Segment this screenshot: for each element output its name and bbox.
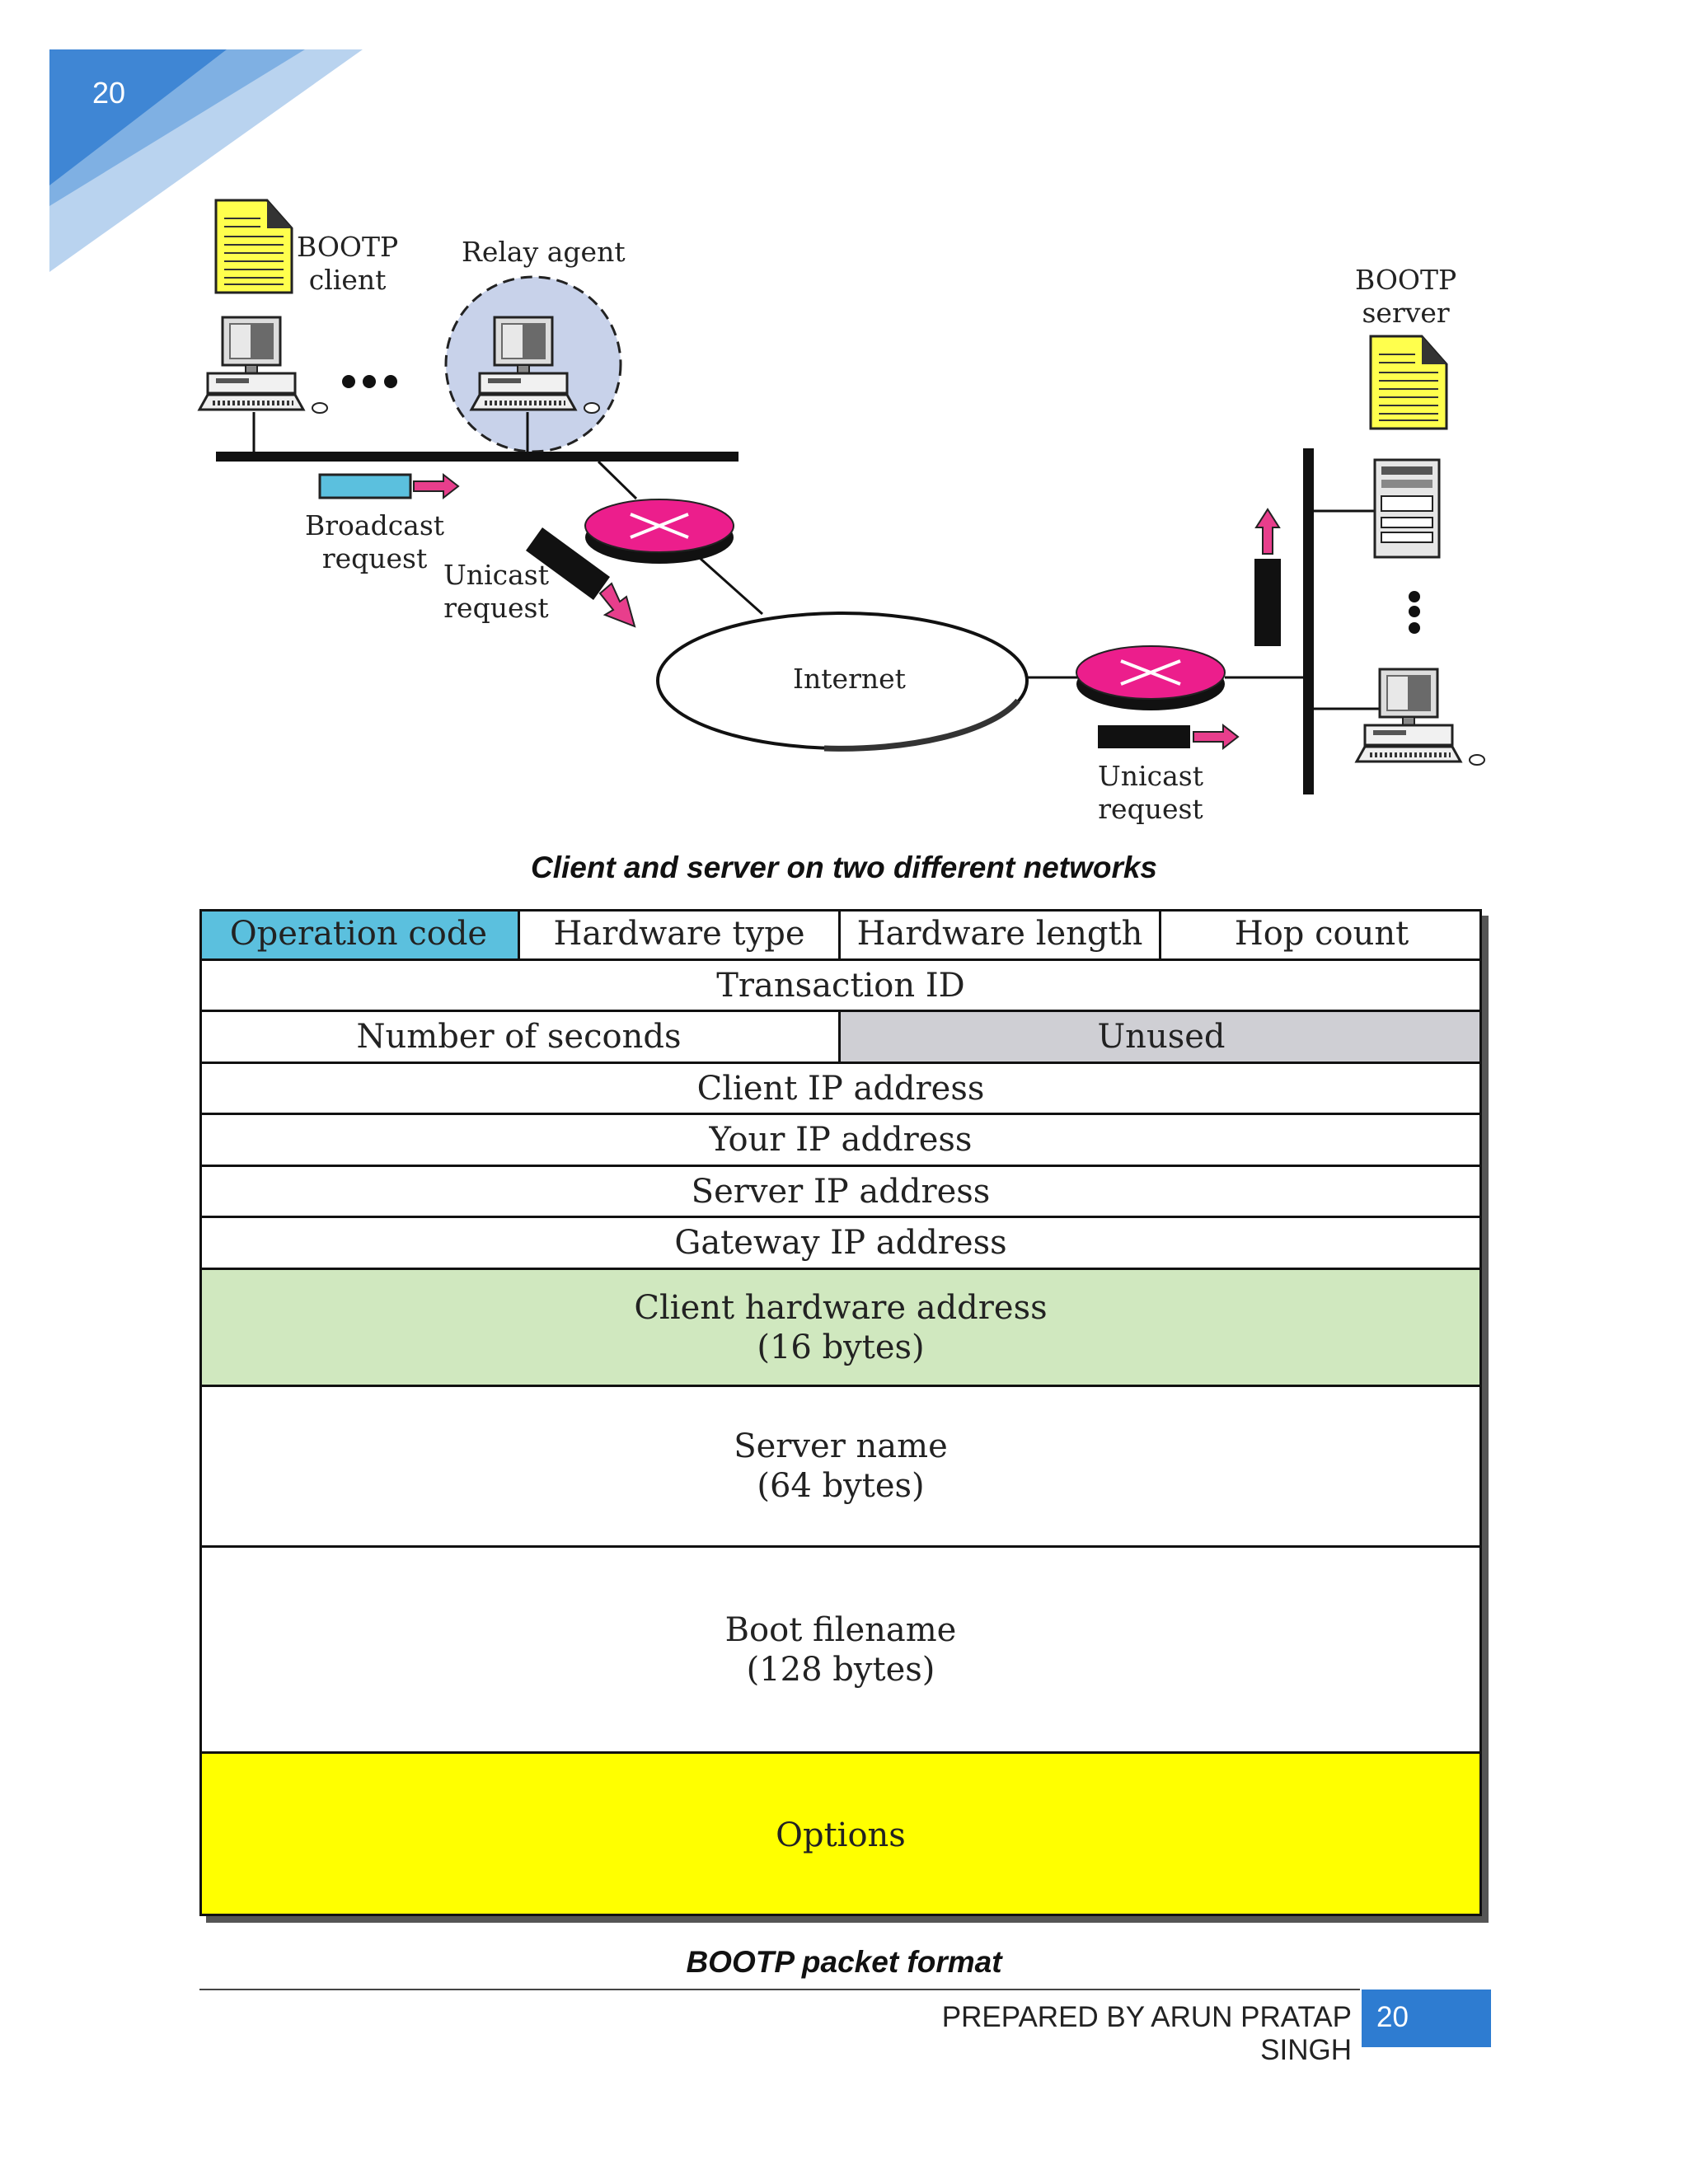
packet-row-gateway-ip: Gateway IP address: [199, 1218, 1482, 1270]
footer-page-box: [1362, 1990, 1491, 2047]
router-left-icon: [584, 499, 734, 564]
field-server-ip: Server IP address: [691, 1172, 991, 1211]
bootp-server-document-icon: [1369, 335, 1448, 430]
field-number-of-seconds: Number of seconds: [199, 1012, 841, 1062]
packet-row-server-ip: Server IP address: [199, 1167, 1482, 1218]
server-tower-icon: [1373, 458, 1441, 559]
footer-divider: [199, 1989, 1360, 1990]
field-options: Options: [776, 1816, 906, 1854]
field-operation-code: Operation code: [199, 909, 520, 958]
label-broadcast-request: Broadcast request: [305, 509, 445, 574]
lan-bus-left: [216, 452, 738, 462]
diagram-caption: Client and server on two different netwo…: [530, 851, 1158, 884]
packet-row-server-name: Server name (64 bytes): [199, 1387, 1482, 1548]
unicast-packet-left-icon: [526, 527, 636, 628]
field-client-hardware-address: Client hardware address (16 bytes): [634, 1288, 1048, 1366]
field-server-name: Server name (64 bytes): [734, 1427, 948, 1505]
field-hardware-type: Hardware type: [520, 909, 841, 958]
packet-row-client-hardware: Client hardware address (16 bytes): [199, 1270, 1482, 1387]
field-hop-count: Hop count: [1234, 915, 1409, 953]
field-gateway-ip: Gateway IP address: [674, 1224, 1007, 1262]
field-your-ip: Your IP address: [709, 1121, 973, 1159]
lan-bus-right: [1303, 448, 1314, 794]
router-right-icon: [1076, 645, 1226, 710]
label-internet: Internet: [793, 663, 906, 695]
packet-row-boot-filename: Boot filename (128 bytes): [199, 1548, 1482, 1754]
label-relay-agent: Relay agent: [462, 236, 626, 268]
page-number-top: 20: [92, 76, 126, 110]
packet-row-your-ip: Your IP address: [199, 1115, 1482, 1167]
client-computer-icon: [199, 317, 327, 413]
packet-row-options: Options: [199, 1754, 1482, 1916]
footer-page-number: 20: [1376, 2001, 1409, 2033]
ellipsis-dots-icon: [342, 375, 397, 388]
packet-row-header: Operation code Hardware type Hardware le…: [199, 909, 1482, 961]
bootp-packet-table: Operation code Hardware type Hardware le…: [199, 909, 1482, 1916]
label-bootp-client: BOOTP client: [297, 231, 399, 296]
field-boot-filename: Boot filename (128 bytes): [724, 1610, 957, 1689]
server-side-computer-icon: [1357, 669, 1484, 765]
vertical-dots-icon: [1409, 591, 1420, 634]
field-transaction-id: Transaction ID: [716, 966, 965, 1005]
packet-caption: BOOTP packet format: [686, 1945, 1002, 1979]
packet-row-client-ip: Client IP address: [199, 1064, 1482, 1115]
corner-decoration: [49, 49, 363, 272]
label-unicast-request-left: Unicast request: [443, 559, 549, 624]
network-diagram: [0, 199, 1688, 794]
footer-text: PREPARED BY ARUN PRATAP SINGH: [941, 2001, 1352, 2066]
bootp-client-document-icon: [214, 199, 293, 294]
field-unused: Unused: [841, 1012, 1482, 1062]
broadcast-packet-icon: [318, 472, 460, 500]
unicast-packet-right-icon: [1098, 723, 1240, 751]
unicast-packet-server-icon: [1254, 508, 1281, 646]
field-client-ip: Client IP address: [696, 1069, 985, 1108]
packet-row-seconds: Number of seconds Unused: [199, 1012, 1482, 1064]
label-bootp-server: BOOTP server: [1355, 264, 1457, 329]
packet-row-transaction: Transaction ID: [199, 961, 1482, 1012]
label-unicast-request-right: Unicast request: [1098, 760, 1203, 825]
field-hardware-length: Hardware length: [841, 909, 1161, 958]
